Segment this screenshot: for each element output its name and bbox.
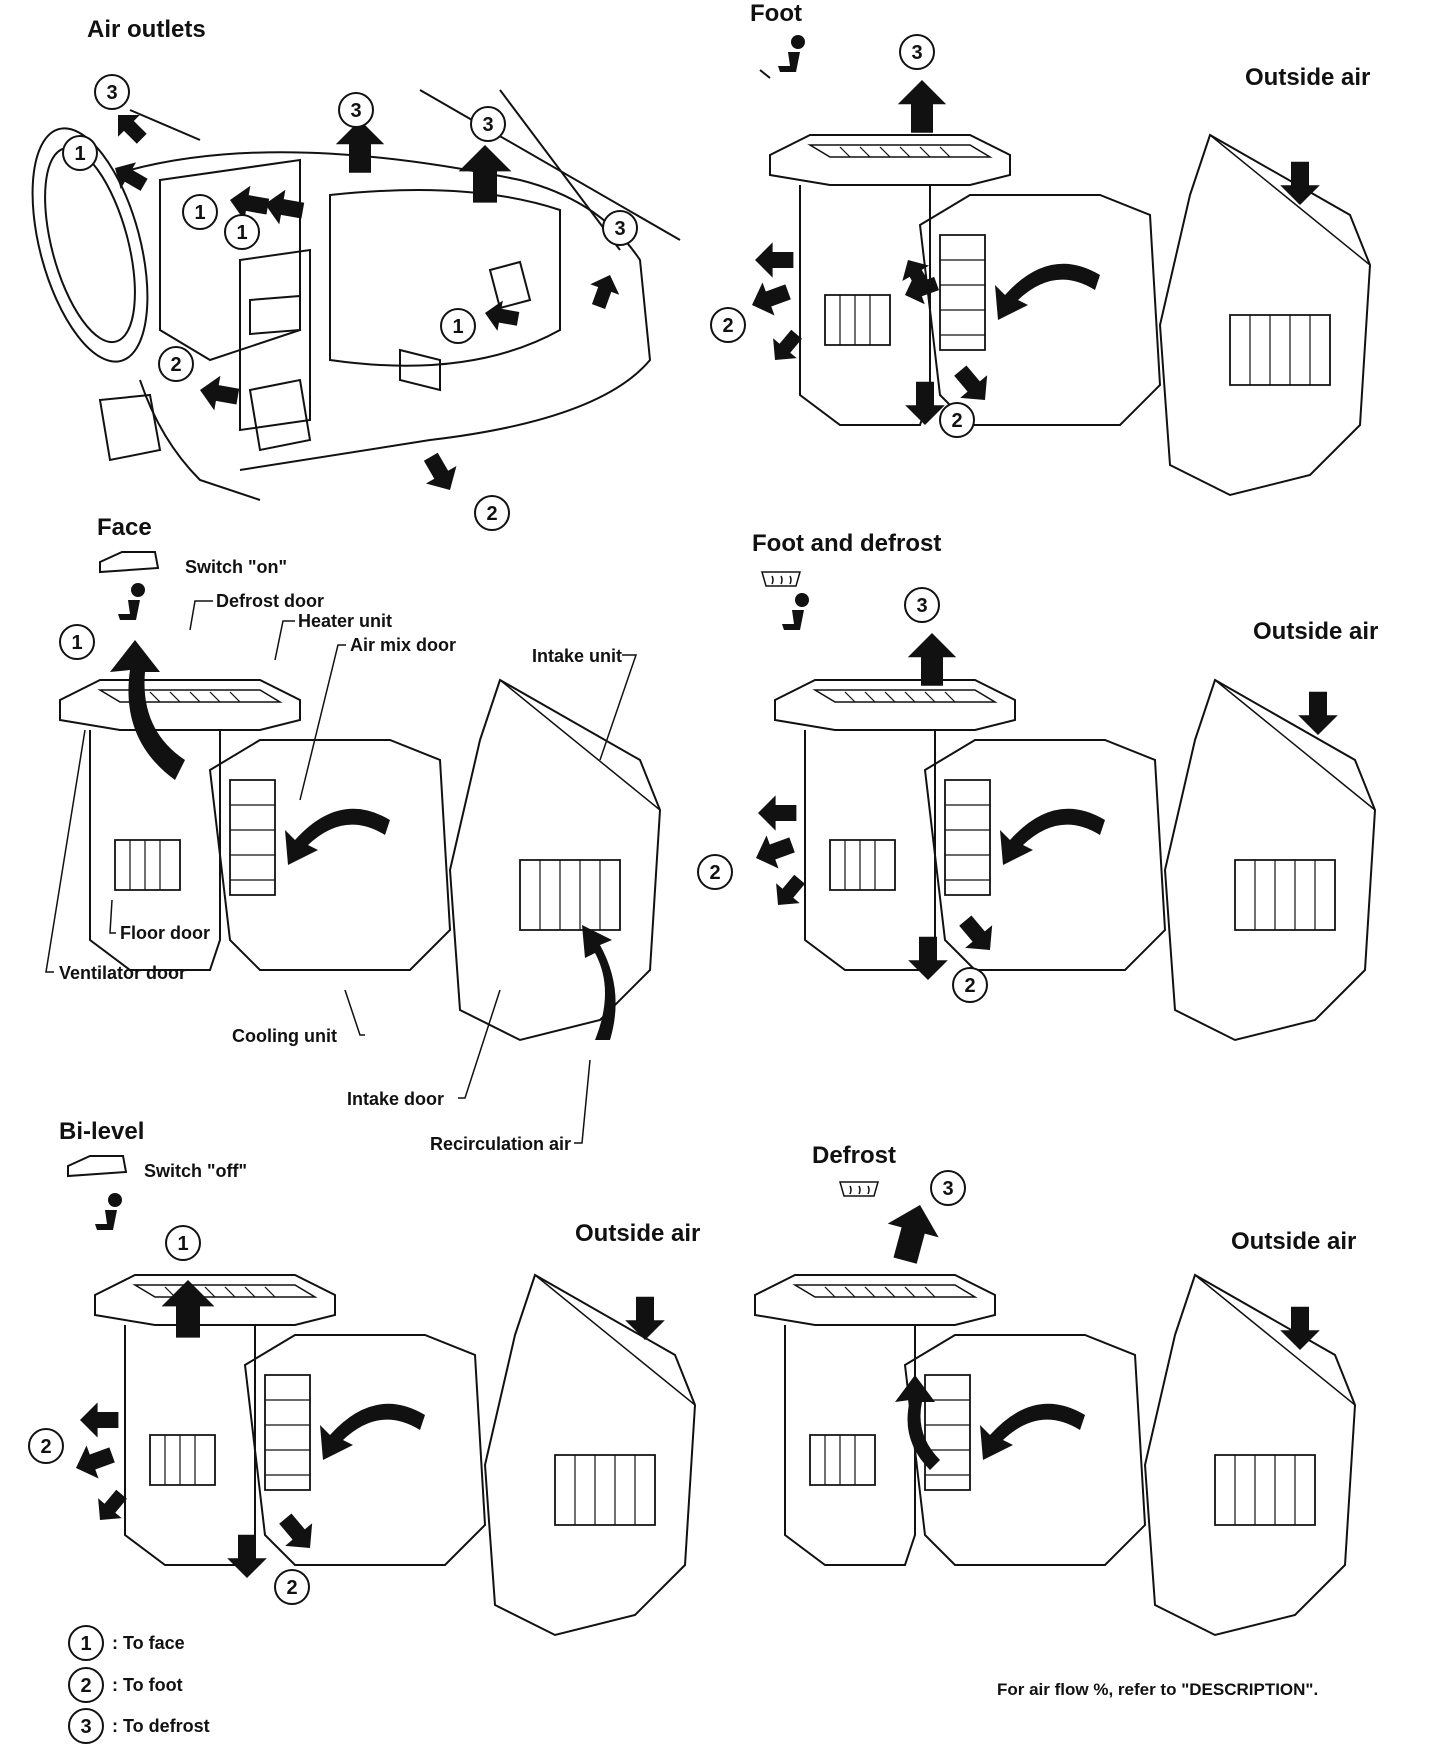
foot-defrost-module bbox=[774, 679, 1376, 1041]
marker-face-21: 1 bbox=[68, 1625, 104, 1661]
marker-defrost-2: 3 bbox=[338, 92, 374, 128]
marker-foot-12: 2 bbox=[939, 402, 975, 438]
marker-number: 2 bbox=[80, 1675, 91, 1697]
marker-number: 1 bbox=[80, 1633, 91, 1655]
marker-face-4: 1 bbox=[182, 194, 218, 230]
title-defrost: Defrost bbox=[812, 1142, 897, 1169]
marker-number: 1 bbox=[177, 1233, 188, 1255]
switch-on-label: Switch "on" bbox=[185, 557, 288, 577]
defrost-module bbox=[754, 1274, 1356, 1636]
title-foot-and-defrost: Foot and defrost bbox=[752, 530, 942, 557]
marker-number: 3 bbox=[106, 82, 117, 104]
label-intake-door: Intake door bbox=[347, 1089, 445, 1109]
title-air-outlets: Air outlets bbox=[87, 16, 206, 43]
marker-number: 3 bbox=[942, 1178, 953, 1200]
label-intake-unit: Intake unit bbox=[532, 646, 623, 666]
marker-foot-8: 2 bbox=[158, 346, 194, 382]
label-defrost-door: Defrost door bbox=[216, 591, 324, 611]
marker-defrost-6: 3 bbox=[602, 210, 638, 246]
marker-foot-18: 2 bbox=[28, 1428, 64, 1464]
label-heater-unit: Heater unit bbox=[298, 611, 393, 631]
legend-foot-text: : To foot bbox=[112, 1675, 183, 1695]
marker-number: 3 bbox=[614, 218, 625, 240]
marker-foot-19: 2 bbox=[274, 1569, 310, 1605]
marker-number: 2 bbox=[951, 410, 962, 432]
marker-face-17: 1 bbox=[165, 1225, 201, 1261]
marker-number: 3 bbox=[80, 1716, 91, 1738]
defrost-curved-arrow bbox=[895, 1375, 940, 1470]
seated-person-icon-face bbox=[118, 583, 145, 620]
marker-foot-16: 2 bbox=[952, 967, 988, 1003]
marker-number: 2 bbox=[709, 862, 720, 884]
recirculation-arrow bbox=[582, 925, 616, 1040]
marker-face-1: 1 bbox=[62, 135, 98, 171]
marker-defrost-14: 3 bbox=[904, 587, 940, 623]
marker-foot-15: 2 bbox=[697, 854, 733, 890]
label-ventilator-door: Ventilator door bbox=[59, 963, 187, 983]
switch-icon-bi-level bbox=[67, 1155, 128, 1178]
legend-defrost-text: : To defrost bbox=[112, 1716, 210, 1736]
marker-defrost-10: 3 bbox=[899, 34, 935, 70]
marker-number: 3 bbox=[482, 114, 493, 136]
seated-person-icon-bi-level bbox=[95, 1193, 122, 1230]
label-cooling-unit: Cooling unit bbox=[232, 1026, 337, 1046]
dashboard-illustration bbox=[31, 89, 681, 501]
marker-number: 1 bbox=[194, 202, 205, 224]
marker-face-13: 1 bbox=[59, 624, 95, 660]
switch-off-label: Switch "off" bbox=[144, 1161, 248, 1181]
marker-foot-11: 2 bbox=[710, 307, 746, 343]
switch-icon-face bbox=[99, 551, 160, 574]
marker-number: 2 bbox=[486, 503, 497, 525]
foot-defrost-arrows bbox=[749, 633, 1338, 980]
footnote: For air flow %, refer to "DESCRIPTION". bbox=[997, 1680, 1319, 1699]
marker-number: 2 bbox=[286, 1577, 297, 1599]
label-floor-door: Floor door bbox=[120, 923, 210, 943]
marker-number: 1 bbox=[71, 632, 82, 654]
face-up-curved-arrow bbox=[110, 640, 185, 780]
marker-number: 1 bbox=[236, 222, 247, 244]
marker-defrost-20: 3 bbox=[930, 1170, 966, 1206]
marker-number: 3 bbox=[350, 100, 361, 122]
face-leader-lines bbox=[45, 600, 638, 1144]
marker-number: 3 bbox=[911, 42, 922, 64]
marker-face-7: 1 bbox=[440, 308, 476, 344]
marker-face-5: 1 bbox=[224, 214, 260, 250]
marker-number: 2 bbox=[40, 1436, 51, 1458]
marker-defrost-3: 3 bbox=[470, 106, 506, 142]
defrost-glyph-icon-defrost bbox=[839, 1181, 879, 1197]
title-foot: Foot bbox=[750, 0, 802, 27]
marker-number: 2 bbox=[964, 975, 975, 997]
marker-defrost-0: 3 bbox=[94, 74, 130, 110]
marker-number: 1 bbox=[452, 316, 463, 338]
marker-number: 2 bbox=[722, 315, 733, 337]
foot-arrows bbox=[745, 80, 1320, 425]
marker-number: 2 bbox=[170, 354, 181, 376]
label-air-mix-door: Air mix door bbox=[350, 635, 457, 655]
marker-number: 1 bbox=[74, 143, 85, 165]
title-face: Face bbox=[97, 514, 152, 541]
defrost-glyph-icon-foot-defrost bbox=[761, 571, 801, 587]
seated-person-icon-foot-defrost bbox=[782, 593, 809, 630]
seated-person-icon-foot bbox=[759, 35, 805, 79]
marker-foot-9: 2 bbox=[474, 495, 510, 531]
label-outside-air-foot: Outside air bbox=[1245, 64, 1371, 91]
label-recirculation-air: Recirculation air bbox=[430, 1134, 572, 1154]
flow-markers: 3 1 3 3 1 1 3 1 2 2 3 2 2 1 3 2 2 1 2 2 3 1 2 3 bbox=[28, 34, 988, 1744]
legend-face-text: : To face bbox=[112, 1633, 185, 1653]
title-bi-level: Bi-level bbox=[59, 1118, 145, 1145]
label-outside-air-bi-level: Outside air bbox=[575, 1220, 701, 1247]
label-outside-air-foot-defrost: Outside air bbox=[1253, 618, 1379, 645]
label-outside-air-defrost: Outside air bbox=[1231, 1228, 1357, 1255]
marker-foot-22: 2 bbox=[68, 1667, 104, 1703]
marker-defrost-23: 3 bbox=[68, 1708, 104, 1744]
foot-module bbox=[769, 134, 1371, 496]
marker-number: 3 bbox=[916, 595, 927, 617]
